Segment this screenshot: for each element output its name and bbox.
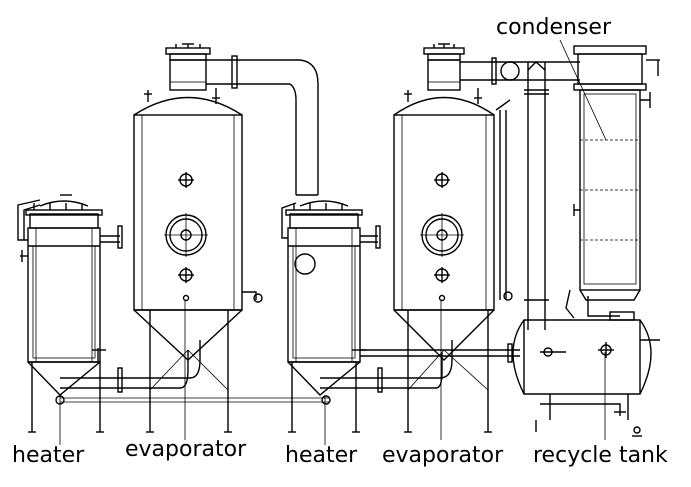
- vapour-pipe-2: [460, 57, 580, 330]
- condenser-label: condenser: [496, 15, 612, 40]
- vapour-pipe-1: [206, 55, 319, 196]
- heater-1-label: heater: [12, 443, 85, 468]
- evaporator-2-label: evaporator: [382, 443, 504, 468]
- heater-2-label: heater: [285, 443, 358, 468]
- label-pointers: [59, 39, 607, 445]
- heater-1: [17, 194, 123, 433]
- condenser: [573, 45, 660, 301]
- heater-2: [281, 200, 381, 433]
- evaporator-1-label: evaporator: [125, 437, 247, 462]
- recycle-tank: [512, 289, 660, 437]
- recycle-tank-label: recycle tank: [533, 443, 668, 468]
- evaporator-1: [133, 43, 263, 433]
- bottom-piping: [55, 340, 520, 405]
- evaporator-2: [393, 43, 513, 433]
